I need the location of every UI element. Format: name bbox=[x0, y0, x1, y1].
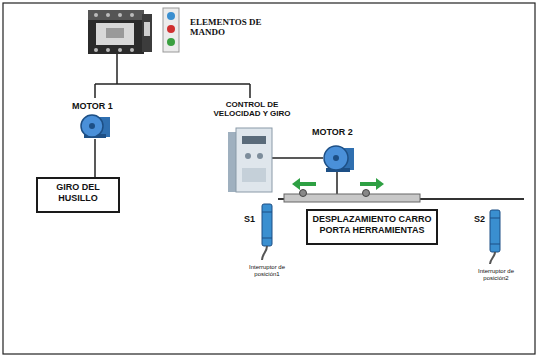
contactor-image bbox=[88, 10, 152, 54]
direction-arrows bbox=[292, 178, 384, 190]
sensor-caption: Interruptor de posición1 bbox=[238, 264, 296, 278]
motor-icon bbox=[324, 146, 354, 172]
sensor-caption: Interruptor de posición2 bbox=[466, 268, 526, 282]
wires bbox=[95, 54, 337, 194]
motor-label: MOTOR 2 bbox=[312, 127, 362, 137]
group-title: ELEMENTOS DE MANDO bbox=[190, 17, 262, 38]
box-text: GIRO DEL HUSILLO bbox=[42, 182, 114, 204]
controller-label: CONTROL DE VELOCIDAD Y GIRO bbox=[204, 100, 300, 118]
process-box: GIRO DEL HUSILLO bbox=[36, 177, 120, 213]
position-sensor bbox=[262, 204, 272, 260]
box-text: DESPLAZAMIENTO CARRO PORTA HERRAMIENTAS bbox=[312, 214, 432, 236]
motor-icon bbox=[81, 115, 110, 138]
speed-controller-image bbox=[228, 128, 272, 192]
motor-label: MOTOR 1 bbox=[72, 101, 122, 111]
process-box: DESPLAZAMIENTO CARRO PORTA HERRAMIENTAS bbox=[306, 209, 438, 245]
frame bbox=[3, 3, 535, 354]
carriage bbox=[278, 190, 524, 203]
pushbutton-panel bbox=[163, 8, 179, 52]
sensor-tag: S2 bbox=[474, 214, 490, 224]
position-sensor bbox=[490, 210, 500, 264]
sensor-tag: S1 bbox=[244, 214, 260, 224]
